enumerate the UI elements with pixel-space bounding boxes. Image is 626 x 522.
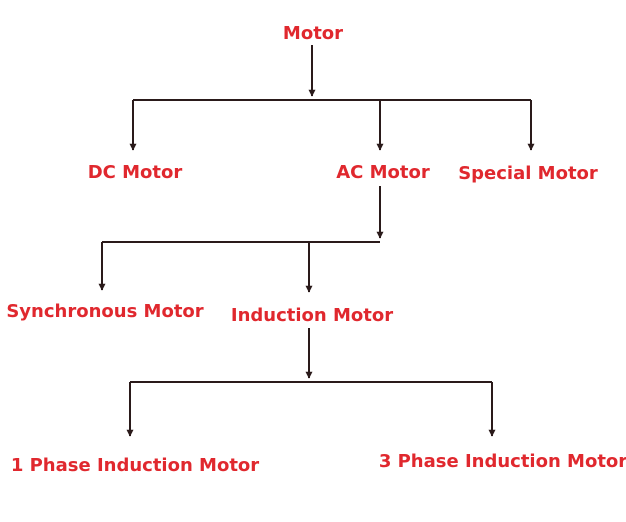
node-induction-motor: Induction Motor — [231, 305, 393, 326]
node-ac-motor: AC Motor — [336, 162, 430, 183]
connector-group-induction — [126, 328, 496, 437]
connector-group-root — [129, 45, 535, 151]
node-dc-motor: DC Motor — [88, 162, 183, 183]
node-3-phase-induction-motor: 3 Phase Induction Motor — [379, 451, 626, 472]
node-1-phase-induction-motor: 1 Phase Induction Motor — [11, 455, 259, 476]
node-motor: Motor — [283, 23, 343, 44]
node-synchronous-motor: Synchronous Motor — [6, 301, 203, 322]
node-special-motor: Special Motor — [458, 163, 598, 184]
connector-group-ac — [98, 186, 384, 293]
